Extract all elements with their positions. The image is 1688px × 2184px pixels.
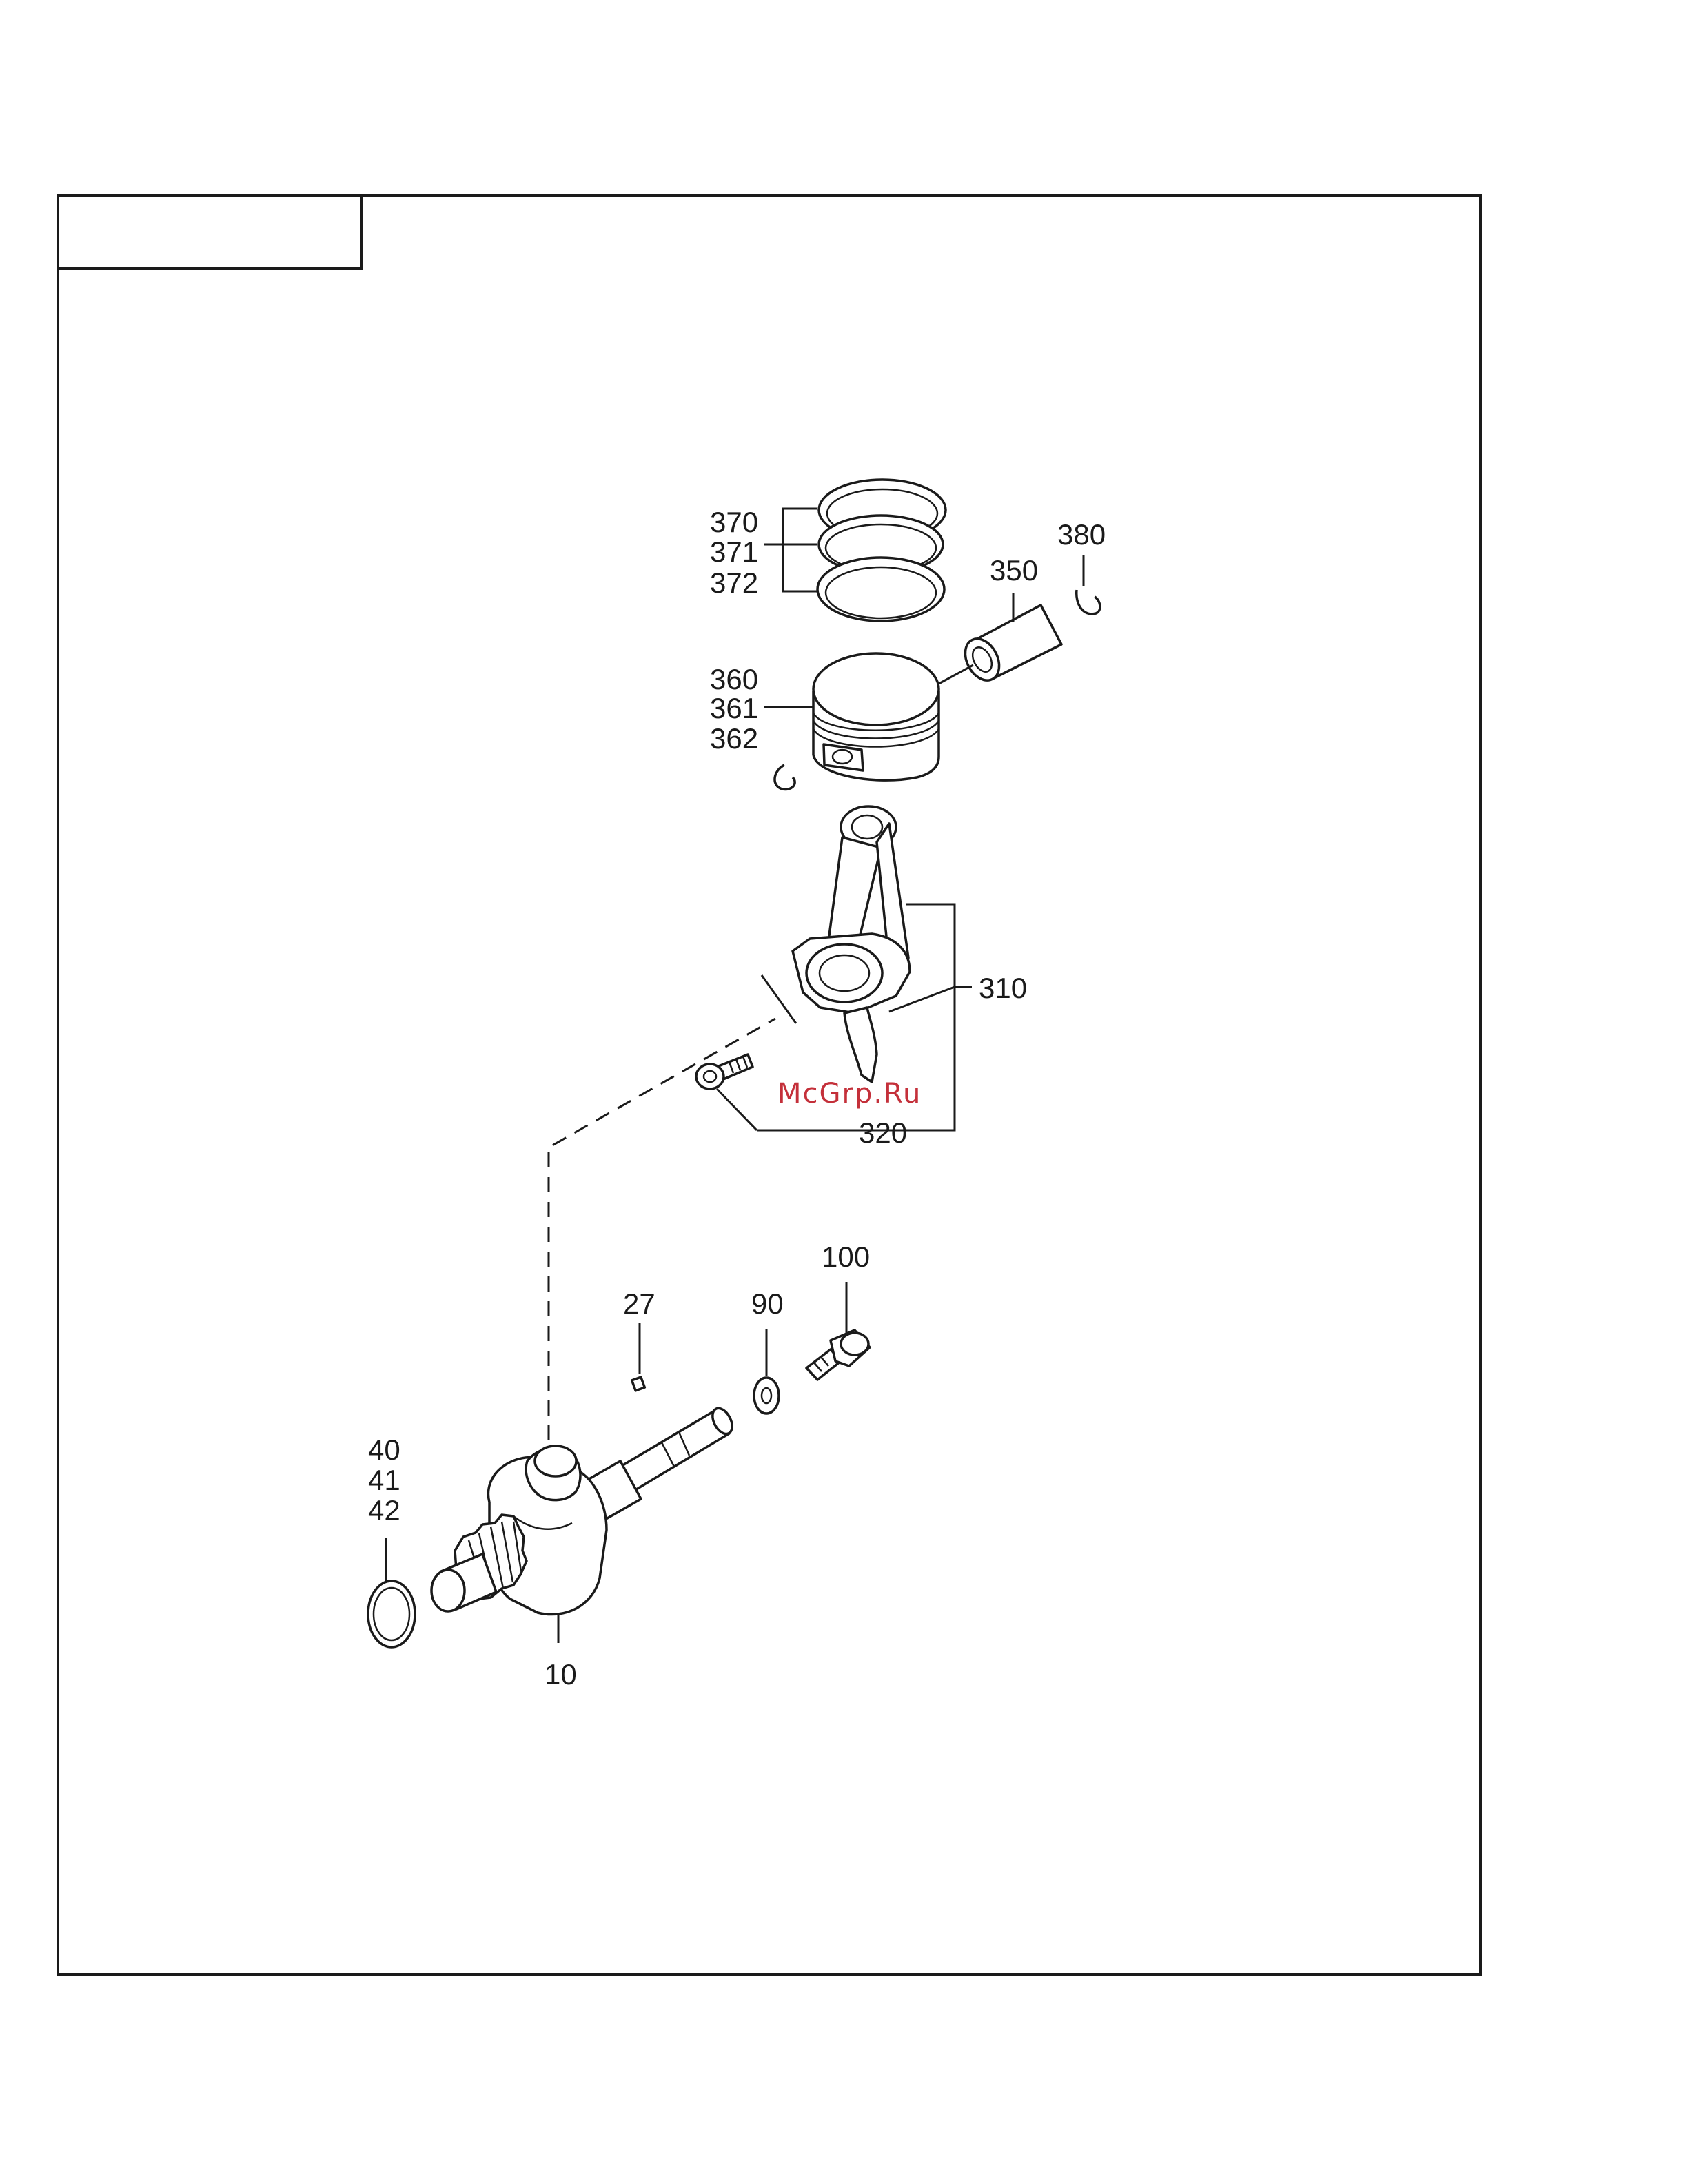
ring-leader-bracket: [764, 509, 817, 591]
bolt-100: [806, 1330, 870, 1380]
callout-10: 10: [545, 1658, 577, 1691]
callout-370: 370: [710, 506, 758, 538]
callout-42: 42: [368, 1494, 400, 1527]
connecting-rod: [793, 806, 910, 1082]
callout-100: 100: [822, 1241, 870, 1273]
assembly-dashed-line: [549, 1019, 775, 1440]
piston-pin-clip-left: [775, 765, 795, 789]
crankshaft: [431, 1405, 736, 1615]
watermark-text: McGrp.Ru: [777, 1078, 922, 1110]
callout-380: 380: [1057, 518, 1106, 551]
piston-pin-clip-right: [1077, 590, 1100, 614]
piston-to-pin-leader: [939, 665, 973, 684]
callout-90: 90: [751, 1287, 784, 1320]
callout-360: 360: [710, 663, 758, 695]
callout-362: 362: [710, 722, 758, 755]
rod-cap-guide: [762, 975, 796, 1023]
piston-rings: [817, 480, 946, 621]
callout-40: 40: [368, 1433, 400, 1466]
woodruff-key: [632, 1377, 645, 1391]
shim-40: [368, 1581, 415, 1647]
callout-41: 41: [368, 1464, 400, 1496]
callout-320: 320: [859, 1116, 907, 1149]
piston: [813, 653, 939, 780]
piston-pin: [959, 605, 1061, 686]
callout-371: 371: [710, 535, 758, 568]
bolt-leader: [717, 1089, 757, 1130]
callout-310: 310: [979, 972, 1027, 1004]
callout-372: 372: [710, 567, 758, 599]
callout-27: 27: [623, 1287, 655, 1320]
callout-361: 361: [710, 692, 758, 724]
callout-350: 350: [990, 554, 1038, 586]
washer-90: [754, 1378, 779, 1414]
